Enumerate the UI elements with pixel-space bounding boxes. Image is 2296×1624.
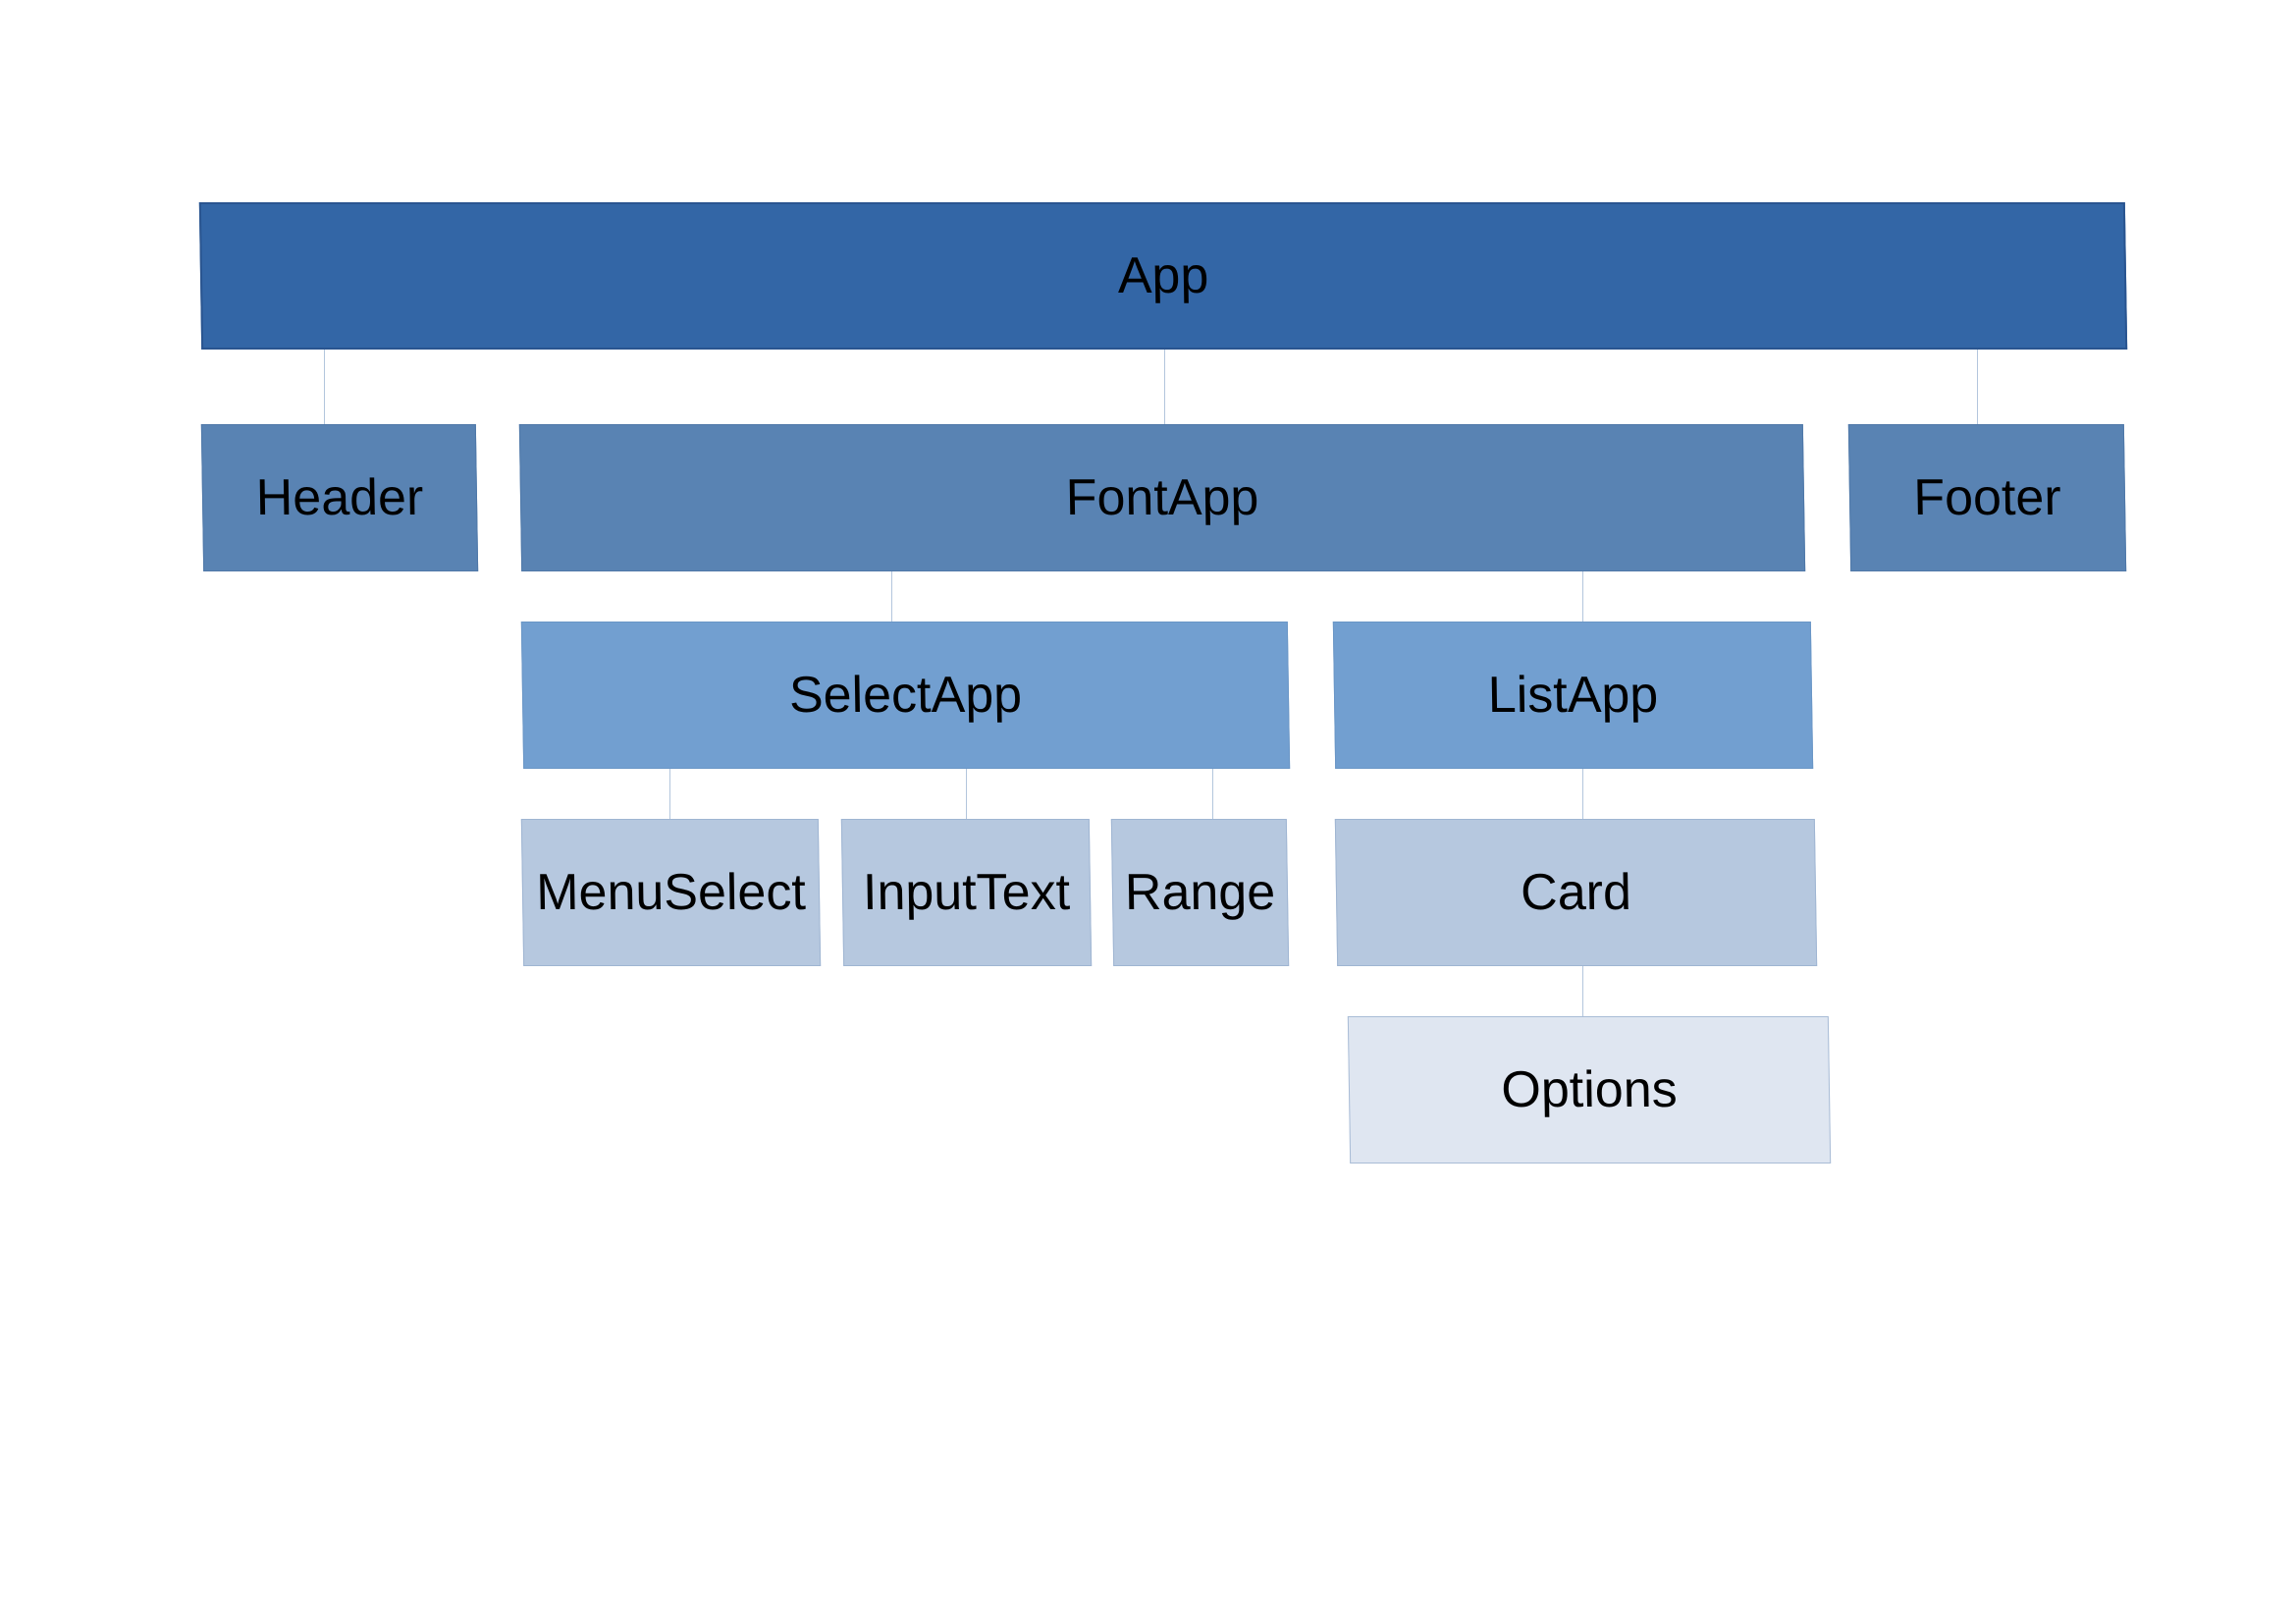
node-inputtext: InputText: [840, 819, 1093, 966]
node-options-label: Options: [1500, 1061, 1679, 1118]
connector-app-header: [324, 350, 325, 424]
connector-app-footer: [1977, 350, 1978, 424]
node-fontapp-label: FontApp: [1065, 469, 1259, 526]
connector-app-fontapp: [1164, 350, 1165, 424]
node-app-label: App: [1117, 247, 1209, 304]
node-footer: Footer: [1847, 424, 2127, 571]
node-card-label: Card: [1520, 864, 1632, 921]
connector-selectapp-range: [1212, 769, 1213, 819]
node-range: Range: [1110, 819, 1290, 966]
connector-card-options: [1582, 966, 1583, 1016]
node-selectapp-label: SelectApp: [788, 667, 1023, 724]
node-listapp-label: ListApp: [1487, 667, 1659, 724]
connector-listapp-card: [1582, 769, 1583, 819]
node-listapp: ListApp: [1332, 622, 1814, 769]
node-app: App: [198, 202, 2128, 350]
connector-fontapp-listapp: [1582, 571, 1583, 622]
connector-selectapp-inputtext: [966, 769, 967, 819]
node-fontapp: FontApp: [518, 424, 1806, 571]
node-options: Options: [1347, 1016, 1832, 1164]
node-footer-label: Footer: [1912, 469, 2062, 526]
node-range-label: Range: [1124, 864, 1276, 921]
node-card: Card: [1334, 819, 1818, 966]
node-menuselect-label: MenuSelect: [535, 864, 807, 921]
node-header-label: Header: [255, 469, 424, 526]
node-menuselect: MenuSelect: [520, 819, 822, 966]
connector-fontapp-selectapp: [891, 571, 892, 622]
connector-selectapp-menuselect: [669, 769, 670, 819]
node-selectapp: SelectApp: [520, 622, 1291, 769]
node-inputtext-label: InputText: [862, 864, 1071, 921]
node-header: Header: [200, 424, 479, 571]
